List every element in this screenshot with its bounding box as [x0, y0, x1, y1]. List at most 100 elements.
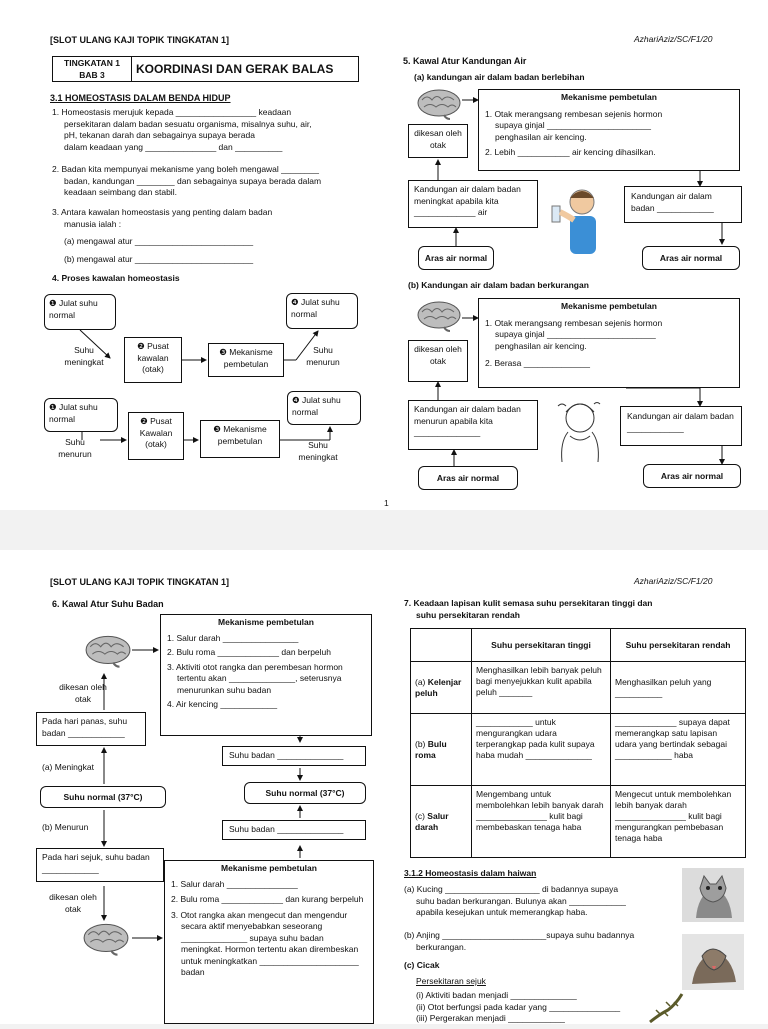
question-2: 2. Badan kita mempunyai mekanisme yang b… [52, 164, 372, 199]
water-increase-box: Kandungan air dalam badan meningkat apab… [408, 180, 538, 228]
table-cell: Menghasilkan peluh yang __________ [610, 661, 746, 714]
dog-line: berkurangan. [416, 941, 467, 952]
flow1-trigger: Suhu meningkat [64, 345, 104, 367]
mech-line: 3. Aktiviti otot rangka dan perembesan h… [167, 661, 343, 695]
boy-drinking-image [542, 186, 604, 256]
flow2-end-box: ❹ Julat suhu normal [287, 391, 361, 425]
q7-title-line: suhu persekitaran rendah [416, 609, 520, 620]
q3-line: 3. Antara kawalan homeostasis yang penti… [52, 207, 273, 217]
section-title: 3.1 HOMEOSTASIS DALAM BENDA HIDUP [50, 93, 231, 103]
flow1-result: Suhu menurun [306, 345, 340, 367]
cat-question: (a) Kucing ____________________ di badan… [404, 884, 674, 919]
flow1-start-box: ❶ Julat suhu normal [44, 294, 116, 330]
body-temp-box: Suhu badan ______________ [222, 820, 366, 840]
table-row: (c) Salur darah Mengembang untuk membole… [410, 785, 746, 858]
q7-title-line: 7. Keadaan lapisan kulit semasa suhu per… [404, 598, 653, 608]
mech-line: supaya ginjal ______________________ [495, 120, 651, 130]
table-row: (a) Kelenjar peluh Menghasilkan lebih ba… [410, 661, 746, 714]
lizard-list: (i) Aktiviti badan menjadi _____________… [416, 990, 666, 1025]
flow2-result: Suhu meningkat [298, 440, 338, 462]
flow2-mech-box: ❸ Mekanisme pembetulan [200, 420, 280, 458]
table-header-row: Suhu persekitaran tinggi Suhu persekitar… [410, 628, 746, 662]
q7-title: 7. Keadaan lapisan kulit semasa suhu per… [404, 598, 652, 621]
mech-line: 1. Salur darah _______________ [171, 878, 298, 889]
lizard-item: (ii) Otot berfungsi pada kadar yang ____… [416, 1001, 621, 1012]
cat-line: (a) Kucing ____________________ di badan… [404, 884, 619, 894]
header-left: [SLOT ULANG KAJI TOPIK TINGKATAN 1] [50, 577, 229, 587]
lizard-title: (c) Cicak [404, 960, 440, 970]
q3a-line: (a) mengawal atur ______________________… [64, 236, 254, 246]
page-number: 1 [384, 498, 389, 508]
mech-line: 1. Otak merangsang rembesan sejenis horm… [485, 108, 663, 119]
question-3: 3. Antara kawalan homeostasis yang penti… [52, 207, 372, 265]
q4-title: 4. Proses kawalan homeostasis [52, 273, 180, 283]
brain-image [82, 922, 130, 956]
tingkatan-label: TINGKATAN 1 [64, 58, 120, 68]
detected-label: dikesan oleh otak [59, 682, 107, 704]
normal-water-box: Aras air normal [642, 246, 740, 270]
table-row-label: (b) Bulu roma [410, 713, 472, 786]
q5a-title: (a) kandungan air dalam badan berlebihan [414, 72, 585, 82]
cat-image [682, 868, 744, 922]
table-row-label: (c) Salur darah [410, 785, 472, 858]
table-header: Suhu persekitaran rendah [610, 628, 746, 662]
dog-question: (b) Anjing ______________________supaya … [404, 930, 704, 953]
chapter-title: KOORDINASI DAN GERAK BALAS [136, 62, 334, 76]
row-prefix: (c) [415, 810, 425, 821]
q3b-line: (b) mengawal atur ______________________… [64, 253, 254, 264]
table-cell: Mengembang untuk membolehkan lebih banya… [471, 785, 611, 858]
mech-line: 2. Lebih ___________ air kencing dihasil… [485, 147, 656, 157]
normal-temp-box: Suhu normal (37°C) [40, 786, 166, 808]
detected-box: dikesan oleh otak [408, 124, 468, 158]
s312-title: 3.1.2 Homeostasis dalam haiwan [404, 868, 537, 878]
table-cell: Mengecut untuk membolehkan lebih banyak … [610, 785, 746, 858]
table-cell: ____________ untuk mengurangkan udara te… [471, 713, 611, 786]
cat-line: apabila kesejukan untuk memerangkap haba… [416, 907, 588, 917]
mechanism-title: Mekanisme pembetulan [561, 92, 657, 102]
body-temp-box: Suhu badan ______________ [222, 746, 366, 766]
mech-line: 2. Berasa ______________ [485, 358, 590, 368]
hot-day-box: Pada hari panas, suhu badan ____________ [36, 712, 146, 746]
flow2-start-box: ❶ Julat suhu normal [44, 398, 118, 432]
header-left: [SLOT ULANG KAJI TOPIK TINGKATAN 1] [50, 35, 229, 45]
dog-line: (b) Anjing ______________________supaya … [404, 930, 635, 940]
thirsty-person-image [548, 396, 610, 464]
normal-water-box: Aras air normal [418, 246, 494, 270]
mechanism-title: Mekanisme pembetulan [221, 863, 317, 873]
row-label: Bulu roma [415, 738, 447, 760]
mech-line: supaya ginjal _______________________ [495, 329, 656, 339]
mech-line: 4. Air kencing ____________ [167, 699, 278, 709]
worksheet-page-2: [SLOT ULANG KAJI TOPIK TINGKATAN 1] Azha… [0, 550, 768, 1024]
q2-line: 2. Badan kita mempunyai mekanisme yang b… [52, 164, 319, 174]
lizard-item: (iii) Pergerakan menjadi ____________ [416, 1013, 565, 1023]
water-right-box-a: Kandungan air dalam badan ____________ [624, 186, 742, 223]
temperature-arrows [101, 647, 303, 941]
brain-image [84, 634, 132, 668]
mech-line: 1. Otak merangsang rembesan sejenis horm… [485, 317, 663, 328]
question-1: 1. Homeostasis merujuk kepada __________… [52, 107, 372, 153]
flow1-mech-box: ❸ Mekanisme pembetulan [208, 343, 284, 377]
header-right: AzhariAziz/SC/F1/20 [634, 34, 713, 44]
cold-day-box: Pada hari sejuk, suhu badan ____________ [36, 848, 164, 882]
mech-line: penghasilan air kencing. [495, 131, 587, 142]
flow2-trigger: Suhu menurun [58, 437, 92, 459]
q1-line: persekitaran dalam badan sesuatu organis… [64, 118, 312, 129]
mech-line: penghasilan air kencing. [495, 340, 587, 351]
worksheet-page-1: [SLOT ULANG KAJI TOPIK TINGKATAN 1] Azha… [0, 0, 768, 510]
cat-line: suhu badan berkurangan. Bulunya akan ___… [416, 895, 626, 906]
mechanism-box-cold: Mekanisme pembetulan 1. Salur darah ____… [164, 860, 374, 1024]
water-decrease-box: Kandungan air dalam badan menurun apabil… [408, 400, 538, 450]
q1-line: pH, tekanan darah dan sebagainya supaya … [64, 130, 255, 140]
mechanism-title: Mekanisme pembetulan [218, 617, 314, 627]
table-row: (b) Bulu roma ____________ untuk mengura… [410, 713, 746, 786]
q5b-title: (b) Kandungan air dalam badan berkuranga… [408, 280, 589, 290]
detected-label: dikesan oleh otak [49, 892, 97, 914]
mechanism-box-a: Mekanisme pembetulan 1. Otak merangsang … [478, 89, 740, 171]
table-header: Suhu persekitaran tinggi [471, 628, 611, 662]
mechanism-box-b: Mekanisme pembetulan 1. Otak merangsang … [478, 298, 740, 388]
water-right-box-b: Kandungan air dalam badan ____________ [620, 406, 742, 446]
lizard-item: (i) Aktiviti badan menjadi _____________… [416, 990, 577, 1000]
table-cell: _____________ supaya dapat memerangkap s… [610, 713, 746, 786]
flow1-end-box: ❹ Julat suhu normal [286, 293, 358, 329]
row-prefix: (b) [415, 738, 426, 749]
